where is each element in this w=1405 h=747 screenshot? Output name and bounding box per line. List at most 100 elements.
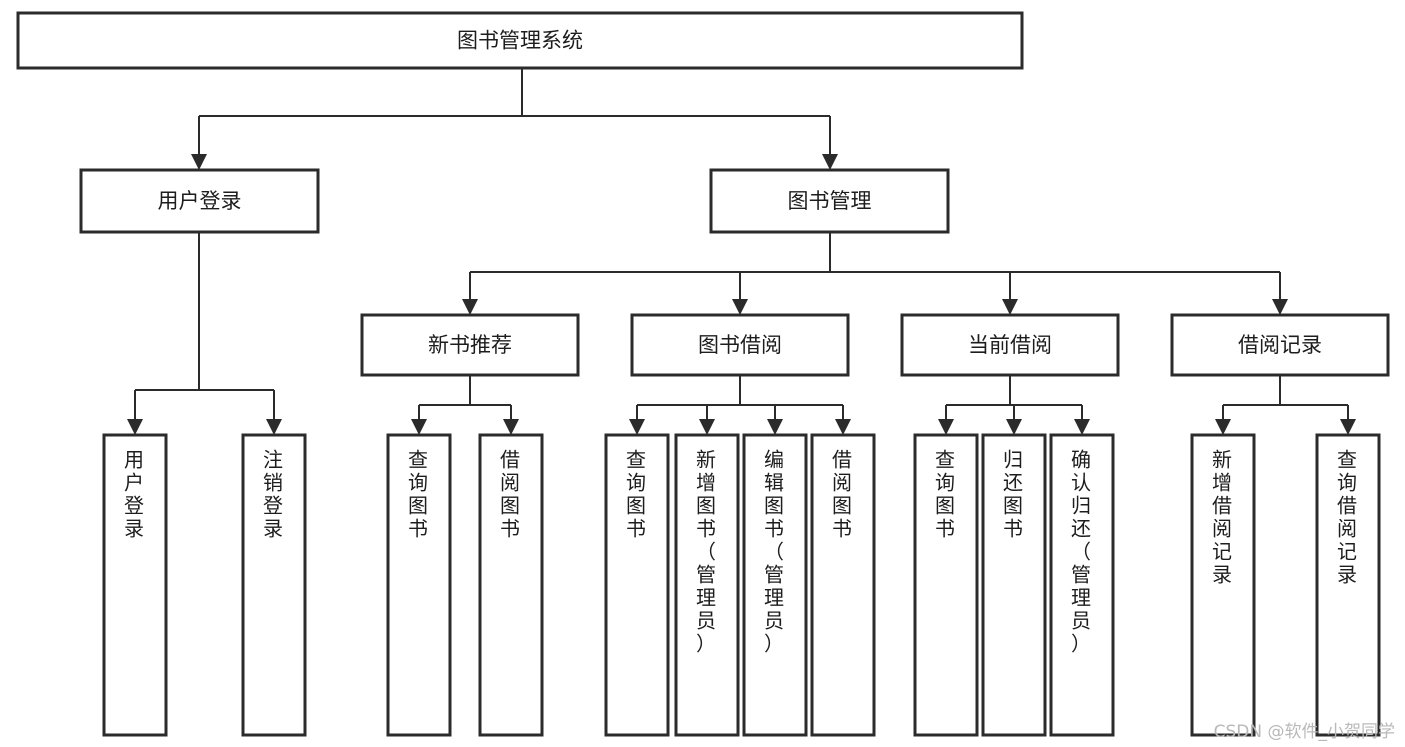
node-leaf-query-book-rec[interactable]: 查询图书查询图书: [386, 433, 452, 737]
node-current-borrow[interactable]: 当前借阅: [900, 313, 1120, 377]
node-label-char: 用: [124, 448, 146, 472]
arrow-head-icon: [127, 419, 143, 435]
node-label-char: 阅: [832, 471, 854, 495]
node-leaf-query-book-cur[interactable]: 查询图书查询图书: [913, 433, 979, 737]
node-label-char: 询: [408, 471, 430, 495]
arrow-head-icon: [835, 419, 851, 435]
node-box[interactable]: [16, 11, 1024, 70]
node-box[interactable]: [478, 433, 544, 737]
node-book-manage[interactable]: 图书管理: [709, 168, 950, 234]
node-label-char: 户: [124, 471, 146, 495]
node-box[interactable]: [900, 313, 1120, 377]
node-box[interactable]: [674, 433, 740, 737]
node-label-char: 录: [1212, 563, 1234, 587]
node-label-char: ）: [764, 632, 786, 656]
node-label-char: 书: [764, 517, 786, 541]
node-label-char: 销: [263, 471, 285, 495]
node-leaf-add-borrow-record[interactable]: 新增借阅记录新增借阅记录: [1190, 433, 1256, 737]
node-box[interactable]: [360, 313, 580, 377]
node-label-char: 登: [124, 494, 146, 518]
node-label: 图书管理系统: [457, 29, 583, 53]
arrow-head-icon: [411, 419, 427, 435]
node-root[interactable]: 图书管理系统: [16, 11, 1024, 70]
node-label-char: ）: [696, 632, 718, 656]
node-label-char: 查: [1337, 448, 1359, 472]
node-label: 图书借阅: [698, 333, 782, 357]
node-label-char: 书: [500, 517, 522, 541]
arrow-head-icon: [266, 419, 282, 435]
node-box[interactable]: [386, 433, 452, 737]
node-label-char: 增: [1212, 471, 1234, 495]
node-label-char: 查: [935, 448, 957, 472]
node-label-char: 图: [500, 494, 522, 518]
node-label-char: 书: [408, 517, 430, 541]
node-box[interactable]: [810, 433, 876, 737]
edge-group: [1215, 375, 1356, 435]
node-box[interactable]: [1315, 433, 1381, 737]
arrow-head-icon: [1002, 299, 1018, 315]
node-label-char: 借: [1337, 494, 1359, 518]
node-label-char: 借: [1212, 494, 1234, 518]
node-label-char: 编: [764, 448, 786, 472]
edge-group: [191, 68, 838, 170]
arrow-head-icon: [1215, 419, 1231, 435]
node-label-char: 员: [764, 609, 786, 633]
node-box[interactable]: [742, 433, 808, 737]
node-label-char: 书: [626, 517, 648, 541]
arrow-head-icon: [1340, 419, 1356, 435]
node-box[interactable]: [604, 433, 670, 737]
node-leaf-borrow-book-rec[interactable]: 借阅图书借阅图书: [478, 433, 544, 737]
edge-group: [629, 375, 851, 435]
node-label-char: 询: [1337, 471, 1359, 495]
node-label-char: 新: [696, 448, 718, 472]
node-label-char: 阅: [1212, 517, 1234, 541]
node-borrow-record[interactable]: 借阅记录: [1170, 313, 1390, 377]
node-label-char: 还: [1003, 471, 1025, 495]
node-box[interactable]: [913, 433, 979, 737]
node-box[interactable]: [1170, 313, 1390, 377]
node-user-login[interactable]: 用户登录: [79, 168, 320, 234]
node-label-char: 增: [696, 471, 718, 495]
node-label-char: 查: [408, 448, 430, 472]
node-box[interactable]: [241, 433, 307, 737]
node-label-char: 记: [1212, 540, 1234, 564]
node-label-char: 查: [626, 448, 648, 472]
node-leaf-return-book[interactable]: 归还图书归还图书: [981, 433, 1047, 737]
node-box[interactable]: [1049, 433, 1115, 737]
arrow-head-icon: [699, 419, 715, 435]
node-box[interactable]: [79, 168, 320, 234]
node-label-char: （: [1071, 540, 1093, 564]
node-label-char: 图: [696, 494, 718, 518]
node-label-char: 阅: [1337, 517, 1359, 541]
node-box[interactable]: [102, 433, 168, 737]
node-box[interactable]: [981, 433, 1047, 737]
arrow-head-icon: [1074, 419, 1090, 435]
node-label-char: 借: [500, 448, 522, 472]
node-leaf-borrow-book-bor[interactable]: 借阅图书借阅图书: [810, 433, 876, 737]
node-box[interactable]: [1190, 433, 1256, 737]
node-new-book-recommend[interactable]: 新书推荐: [360, 313, 580, 377]
node-label-char: 归: [1003, 448, 1025, 472]
node-label-char: 还: [1071, 517, 1093, 541]
node-leaf-query-book-bor[interactable]: 查询图书查询图书: [604, 433, 670, 737]
connector-layer: [127, 68, 1356, 435]
node-book-borrow[interactable]: 图书借阅: [630, 313, 850, 377]
node-label-char: 管: [696, 563, 718, 587]
node-leaf-logout[interactable]: 注销登录注销登录: [241, 433, 307, 737]
node-label-char: 录: [124, 517, 146, 541]
node-label-char: 新: [1212, 448, 1234, 472]
node-box[interactable]: [630, 313, 850, 377]
watermark-label: CSDN @软件_小贺同学: [1213, 722, 1395, 742]
arrow-head-icon: [191, 154, 207, 170]
node-box[interactable]: [709, 168, 950, 234]
node-label-char: 图: [832, 494, 854, 518]
node-leaf-query-borrow-record[interactable]: 查询借阅记录查询借阅记录: [1315, 433, 1381, 737]
node-label-char: 书: [1003, 517, 1025, 541]
node-leaf-user-login[interactable]: 用户登录用户登录: [102, 433, 168, 737]
node-layer: 图书管理系统用户登录图书管理新书推荐图书借阅当前借阅借阅记录用户登录用户登录注销…: [16, 11, 1390, 737]
node-label-char: 理: [1071, 586, 1093, 610]
